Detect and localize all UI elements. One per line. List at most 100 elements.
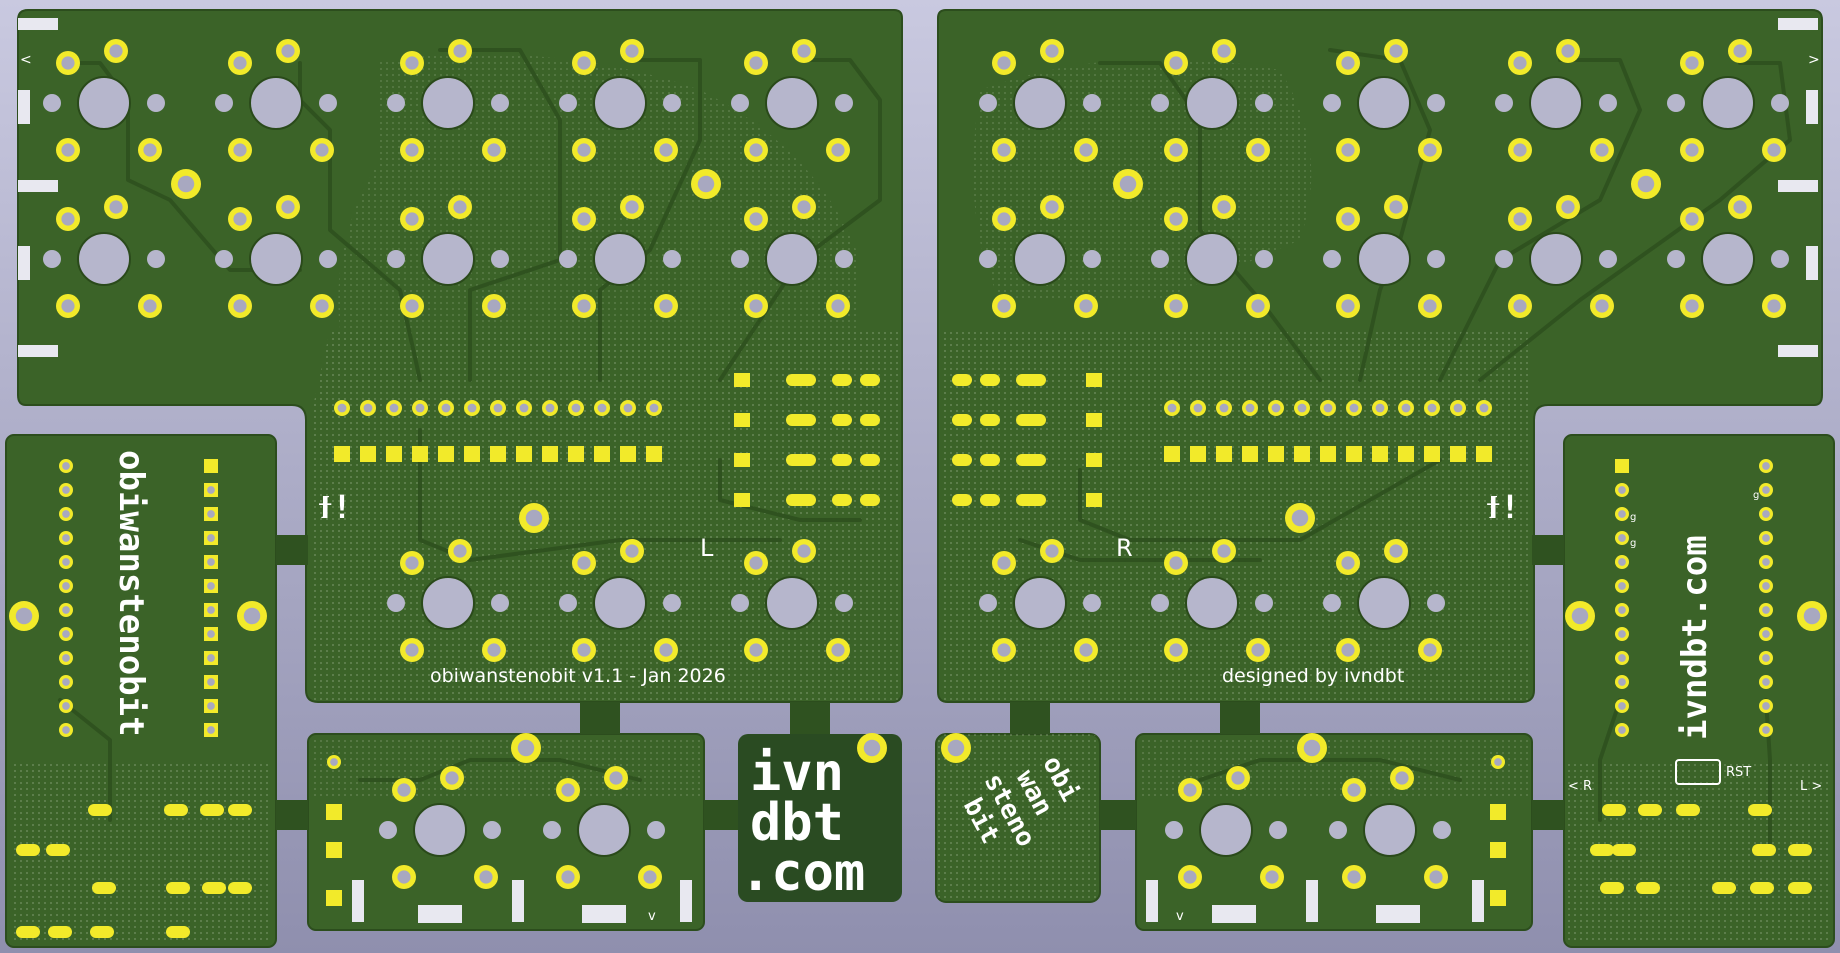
pad-drill: [1685, 143, 1699, 157]
left-thumb-board: [307, 733, 705, 931]
pad-drill: [61, 143, 75, 157]
logo-tile-right: [935, 733, 1101, 903]
pad-drill: [1429, 870, 1443, 884]
pad-drill: [207, 726, 215, 734]
square-pad: [334, 446, 350, 462]
pad-drill: [749, 212, 763, 226]
mount-hole: [1329, 821, 1347, 839]
square-pad: [1190, 446, 1206, 462]
pad-drill: [337, 403, 347, 413]
glyph-right: ϯ!: [1486, 488, 1520, 526]
pad-drill: [1618, 534, 1626, 542]
pad-drill: [1618, 510, 1626, 518]
trace: [1078, 458, 1442, 542]
mount-hole: [387, 594, 405, 612]
square-pad: [386, 446, 402, 462]
pad-drill: [519, 403, 529, 413]
pad-drill: [1762, 654, 1770, 662]
oval-pad: [1788, 882, 1812, 894]
pad-drill: [15, 607, 33, 625]
oval-pad: [980, 414, 1000, 426]
pad-drill: [405, 56, 419, 70]
key-switch: [387, 539, 509, 662]
pad-drill: [623, 403, 633, 413]
switch-center-hole: [1357, 76, 1411, 130]
oval-pad: [860, 494, 880, 506]
oval-pad: [1748, 804, 1772, 816]
mount-hole: [483, 821, 501, 839]
pad-drill: [643, 870, 657, 884]
oval-pad: [1676, 804, 1700, 816]
square-pad: [204, 459, 218, 473]
pad-drill: [577, 556, 591, 570]
pad-drill: [62, 702, 70, 710]
oval-pad: [860, 374, 880, 386]
square-pad: [594, 446, 610, 462]
mount-hole: [835, 594, 853, 612]
mount-hole: [1255, 594, 1273, 612]
pad-drill: [1169, 299, 1183, 313]
oval-pad: [952, 414, 972, 426]
logo-tile-left: [738, 734, 902, 902]
pad-drill: [405, 643, 419, 657]
switch-center-hole: [1013, 76, 1067, 130]
switch-center-hole: [77, 76, 131, 130]
pad-drill: [1303, 739, 1321, 757]
pad-drill: [207, 558, 215, 566]
mount-hole: [491, 250, 509, 268]
pad-drill: [243, 607, 261, 625]
pad-drill: [749, 299, 763, 313]
switch-center-hole: [593, 232, 647, 286]
pad-drill: [207, 486, 215, 494]
pad-drill: [749, 643, 763, 657]
pad-drill: [207, 606, 215, 614]
pad-drill: [1265, 870, 1279, 884]
pad-drill: [577, 299, 591, 313]
pad-drill: [1251, 299, 1265, 313]
pad-drill: [1762, 534, 1770, 542]
pad-drill: [1251, 143, 1265, 157]
switch-center-hole: [765, 76, 819, 130]
switch-center-hole: [77, 232, 131, 286]
pad-drill: [1595, 299, 1609, 313]
pad-drill: [997, 643, 1011, 657]
pad-drill: [1595, 143, 1609, 157]
mount-hole: [663, 594, 681, 612]
switch-center-hole: [765, 232, 819, 286]
pad-drill: [61, 299, 75, 313]
pad-drill: [233, 212, 247, 226]
pad-drill: [62, 510, 70, 518]
pad-drill: [1767, 143, 1781, 157]
pad-drill: [1395, 771, 1409, 785]
pad-drill: [1762, 678, 1770, 686]
pad-drill: [62, 678, 70, 686]
key-switch: [543, 766, 665, 889]
mount-hole: [379, 821, 397, 839]
pad-drill: [487, 143, 501, 157]
oval-pad: [166, 926, 190, 938]
pad-drill: [1513, 143, 1527, 157]
pad-drill: [1762, 462, 1770, 470]
mount-hole: [215, 94, 233, 112]
switch-center-hole: [421, 576, 475, 630]
pad-drill: [997, 299, 1011, 313]
pad-drill: [207, 534, 215, 542]
pad-drill: [1618, 630, 1626, 638]
mount-hole: [491, 594, 509, 612]
breakaway-tabs: [276, 535, 1564, 830]
pin-g-3: g: [1753, 490, 1759, 501]
pad-drill: [109, 44, 123, 58]
switch-center-hole: [413, 803, 467, 857]
pad-drill: [1618, 654, 1626, 662]
mount-hole: [319, 250, 337, 268]
pad-drill: [62, 606, 70, 614]
pad-drill: [177, 175, 195, 193]
pad-drill: [62, 654, 70, 662]
pad-drill: [1733, 44, 1747, 58]
rst-label: RST: [1726, 765, 1751, 780]
pad-drill: [207, 510, 215, 518]
square-pad: [326, 804, 342, 820]
key-switch: [1151, 39, 1273, 162]
square-pad: [1164, 446, 1180, 462]
pad-drill: [397, 870, 411, 884]
